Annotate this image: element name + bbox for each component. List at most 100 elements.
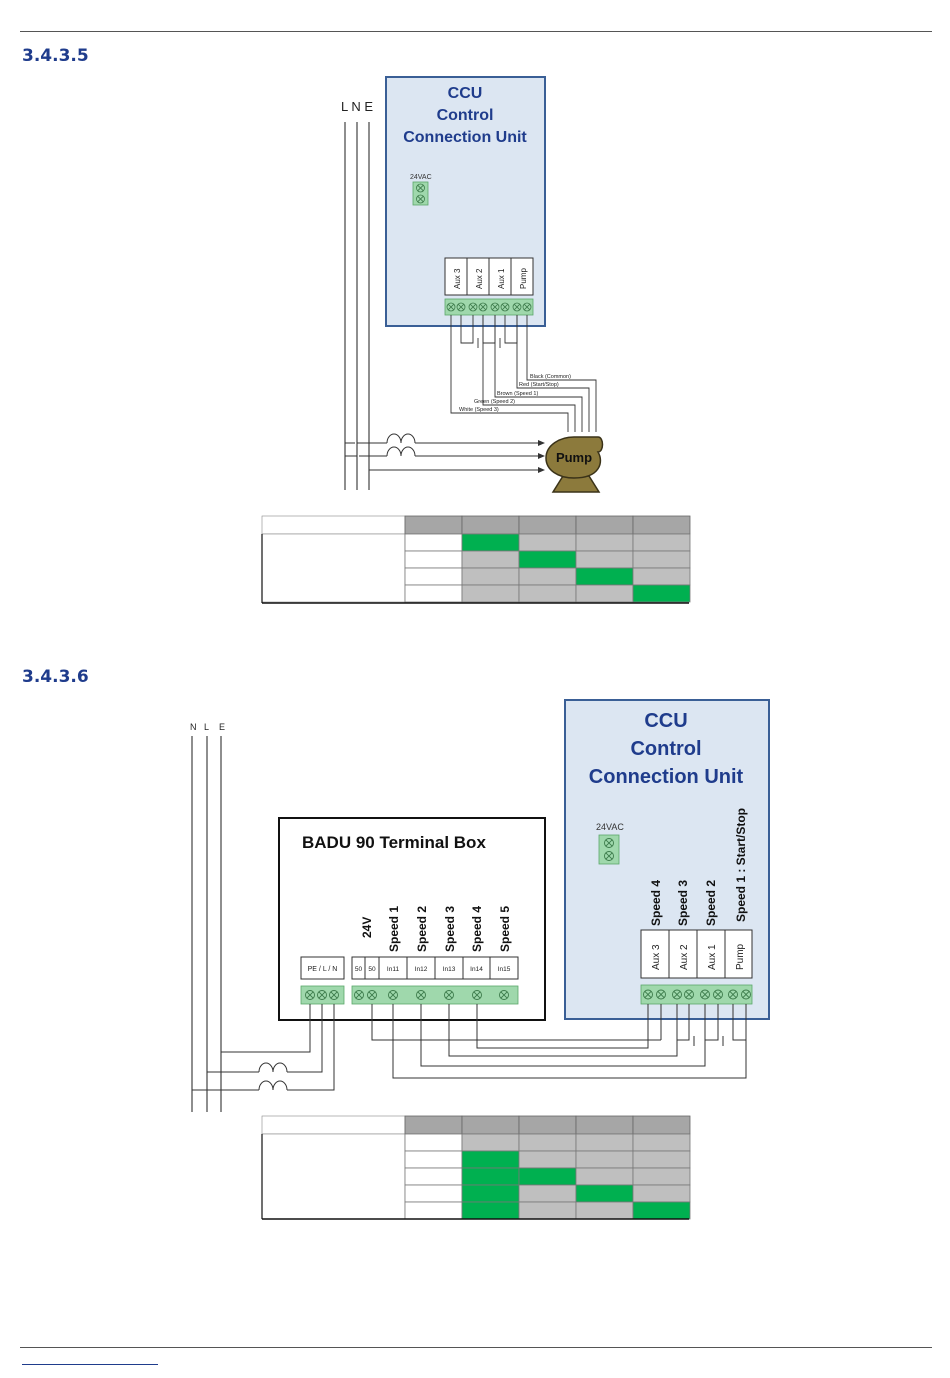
table1-cell: [518, 533, 577, 552]
table1-cell: [575, 550, 634, 569]
table2-cell: [461, 1150, 520, 1169]
table2-cell: [575, 1184, 634, 1203]
table2-header-cell: [404, 1115, 463, 1135]
vac-screw-icons-2: [604, 838, 614, 861]
terminal-label-in11: In11: [387, 966, 400, 973]
relay-terminal-strip-1: [444, 298, 534, 316]
relay-terminal-strip-2: [640, 984, 753, 1005]
table1-header-label-cell: [261, 515, 406, 535]
table2-row-label-cell: [261, 1133, 406, 1220]
terminal-label-50b: 50: [368, 966, 376, 973]
wire-label-red: Red (Start/Stop): [519, 382, 559, 388]
table2-cell: [461, 1201, 520, 1220]
vac-label-2: 24VAC: [596, 822, 624, 832]
badu-label-speed2: Speed 2: [415, 906, 429, 952]
relay2-label-aux3: Aux 3: [651, 944, 662, 970]
vac-terminal-2: [598, 834, 620, 865]
table2-cell: [518, 1133, 577, 1152]
badu-label-speed1: Speed 1: [387, 906, 401, 952]
table1-cell: [575, 567, 634, 586]
section-heading-2: 3.4.3.6: [22, 667, 89, 687]
ccu2-title-line-1: CCU: [644, 710, 687, 732]
relay-screw-icons-1: [446, 302, 532, 312]
ccu-label-speed2: Speed 2: [704, 880, 718, 926]
table1-cell: [518, 567, 577, 586]
table2-cell: [632, 1167, 691, 1186]
badu-screw-icons: [305, 990, 509, 1000]
terminal-label-in14: In14: [470, 966, 483, 973]
table1-cell: [575, 533, 634, 552]
table1-header-cell: [518, 515, 577, 535]
table1-cell: [461, 550, 520, 569]
section-heading-1: 3.4.3.5: [22, 46, 89, 66]
interconnect-wires: [371, 1004, 747, 1079]
pump-icon: [545, 436, 604, 493]
table2-cell: [404, 1167, 463, 1186]
pump-label: Pump: [556, 450, 592, 465]
vac-screw-icons-1: [416, 183, 425, 204]
bottom-rule: [20, 1347, 932, 1348]
table1-cell: [461, 533, 520, 552]
relay-label-aux1: Aux 1: [497, 268, 506, 289]
table1-header-cell: [632, 515, 691, 535]
table1-header-cell: [461, 515, 520, 535]
ccu2-title-line-3: Connection Unit: [589, 766, 744, 788]
table1-row-label-cell: [261, 533, 406, 603]
ccu-label-speed1-start-stop: Speed 1 : Start/Stop: [734, 808, 748, 922]
table1-cell: [404, 550, 463, 569]
badu-label-speed4: Speed 4: [470, 906, 484, 952]
table2-header-cell: [518, 1115, 577, 1135]
table1-cell: [632, 533, 691, 552]
footer-link-line[interactable]: [22, 1364, 158, 1365]
table2-cell: [461, 1184, 520, 1203]
relay-label-aux3: Aux 3: [453, 268, 462, 289]
mains-lines-2: [191, 736, 222, 1112]
table2-cell: [575, 1167, 634, 1186]
state-table-2: [261, 1115, 691, 1220]
relay-label-aux2: Aux 2: [475, 268, 484, 289]
table1-cell: [404, 533, 463, 552]
ccu-label-speed4: Speed 4: [649, 880, 663, 926]
ccu-label-speed3: Speed 3: [676, 880, 690, 926]
terminal-label-50a: 50: [355, 966, 363, 973]
table1-cell: [632, 584, 691, 603]
badu-title: BADU 90 Terminal Box: [302, 833, 486, 852]
relay2-label-pump: Pump: [735, 943, 746, 970]
badu-label-speed5: Speed 5: [498, 906, 512, 952]
table1-cell: [575, 584, 634, 603]
ccu-title-line-2: Control: [437, 107, 494, 124]
table2-cell: [575, 1201, 634, 1220]
wire-label-black: Black (Common): [530, 374, 571, 380]
table2-cell: [461, 1133, 520, 1152]
relay2-label-aux2: Aux 2: [679, 944, 690, 970]
mains-to-pump-wires: [345, 433, 544, 471]
relay-screw-icons-2: [643, 989, 751, 1000]
table1-cell: [461, 584, 520, 603]
table2-cell: [575, 1133, 634, 1152]
badu-label-speed3: Speed 3: [443, 906, 457, 952]
table2-cell: [632, 1150, 691, 1169]
diagram-1: L N E CCU Control Connection Unit 24VAC …: [261, 76, 691, 604]
state-table-1: [261, 515, 691, 604]
table1-header-cell: [404, 515, 463, 535]
table1-cell: [518, 550, 577, 569]
mains-lines-1: [344, 122, 370, 490]
relay2-label-aux1: Aux 1: [707, 944, 718, 970]
nle-label-l: L: [204, 722, 209, 732]
lne-label: L N E: [341, 99, 373, 114]
terminal-label-in13: In13: [443, 966, 456, 973]
mains-to-badu-wires: [192, 1004, 335, 1091]
table1-cells: [404, 515, 691, 603]
diagram-2: N L E BADU 90 Terminal Box 24V Speed 1 S…: [190, 699, 770, 1220]
table2-cell: [632, 1201, 691, 1220]
table2-cell: [518, 1184, 577, 1203]
table2-cells: [404, 1115, 691, 1220]
table2-header-cell: [632, 1115, 691, 1135]
pump-cable-wires-1: [450, 315, 597, 432]
table1-cell: [404, 584, 463, 603]
table2-cell: [404, 1201, 463, 1220]
terminal-label-in15: In15: [498, 966, 511, 973]
table2-cell: [575, 1150, 634, 1169]
table2-header-cell: [461, 1115, 520, 1135]
table2-header-label-cell: [261, 1115, 406, 1135]
